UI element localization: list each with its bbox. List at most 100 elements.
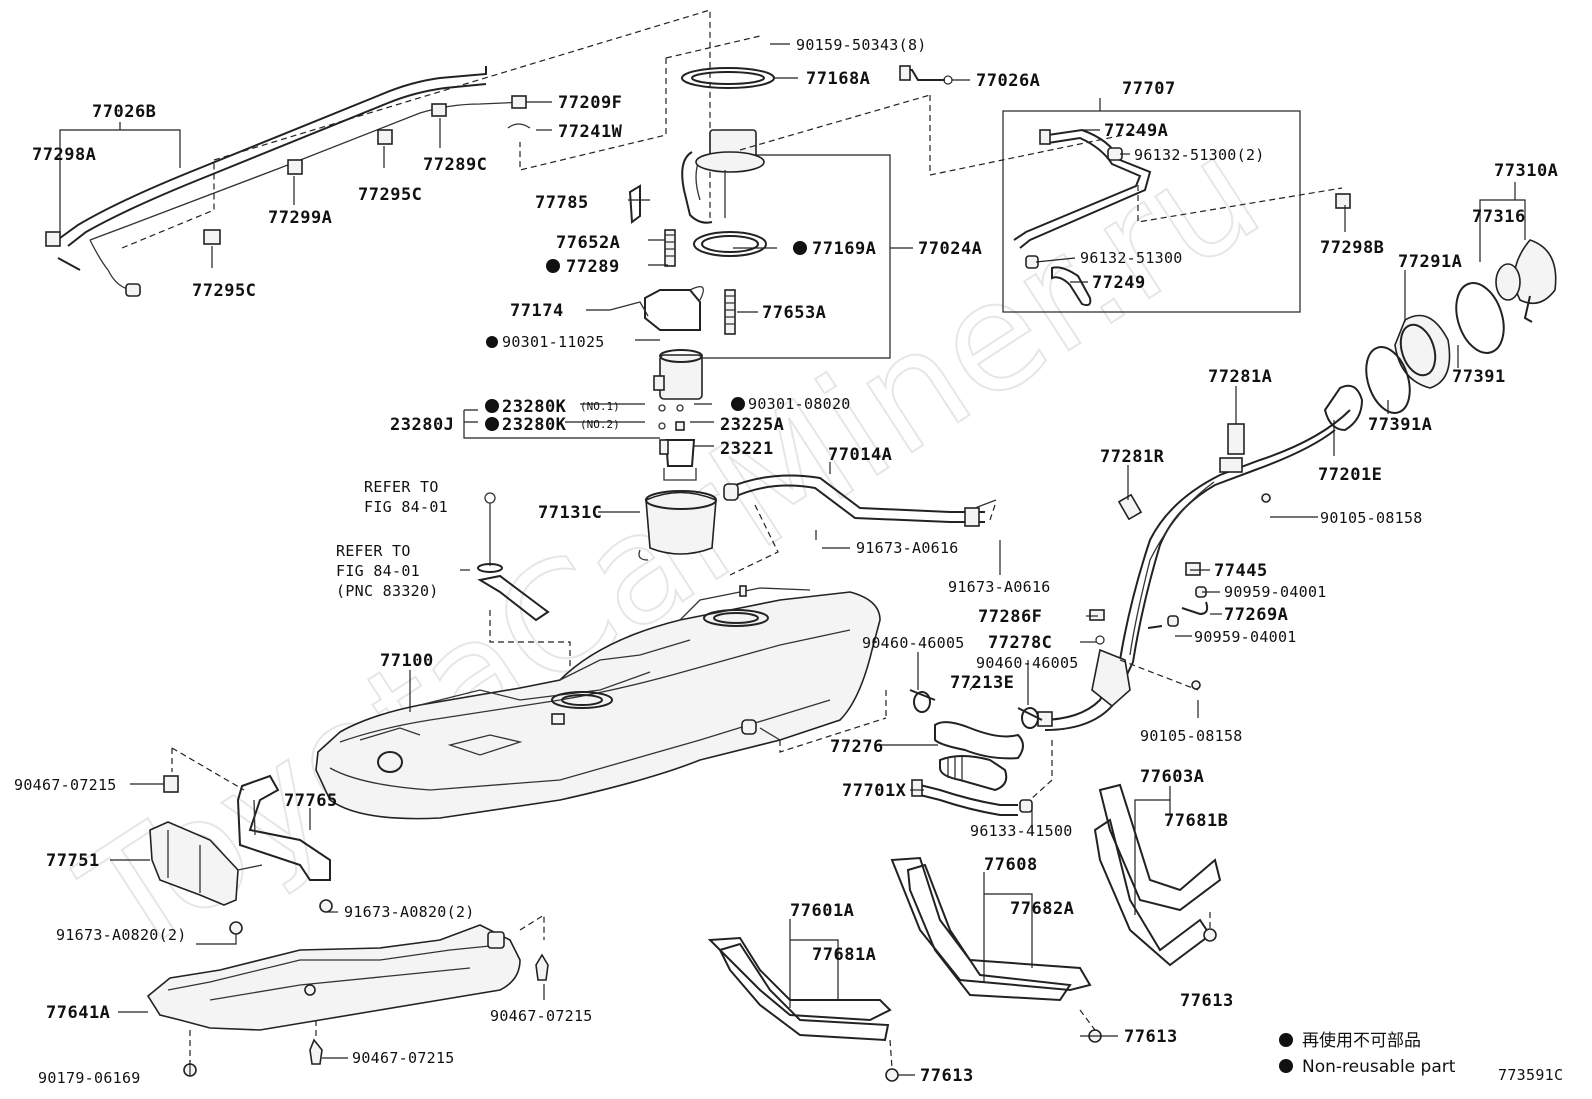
label-77295C-upper[interactable]: 77295C [358, 185, 422, 205]
label-77249A[interactable]: 77249A [1104, 121, 1168, 141]
label-77299A[interactable]: 77299A [268, 208, 332, 228]
label-77131C[interactable]: 77131C [538, 503, 602, 523]
label-77298A[interactable]: 77298A [32, 145, 96, 165]
label-77391[interactable]: 77391 [1452, 367, 1506, 387]
label-91673-A0616-b[interactable]: 91673-A0616 [948, 578, 1051, 596]
label-90179-06169[interactable]: 90179-06169 [38, 1069, 141, 1087]
label-23221[interactable]: 23221 [720, 439, 774, 459]
fuel-pump-assembly [609, 67, 775, 561]
small-fittings-right [1089, 493, 1271, 691]
label-77269A[interactable]: 77269A [1224, 605, 1288, 625]
label-77100[interactable]: 77100 [380, 651, 434, 671]
label-90301-08020[interactable]: 90301-08020 [748, 395, 851, 413]
label-77641A[interactable]: 77641A [46, 1003, 110, 1023]
label-77608[interactable]: 77608 [984, 855, 1038, 875]
label-77209F[interactable]: 77209F [558, 93, 622, 113]
label-91673-A0820-2-right[interactable]: 91673-A0820(2) [344, 903, 475, 921]
label-77289[interactable]: 77289 [566, 257, 620, 277]
label-23280J[interactable]: 23280J [390, 415, 454, 435]
label-77653A[interactable]: 77653A [762, 303, 826, 323]
label-77281A[interactable]: 77281A [1208, 367, 1272, 387]
refer-fig-84-01-pnc-line1[interactable]: REFER TO [336, 542, 411, 560]
label-77276[interactable]: 77276 [830, 737, 884, 757]
label-77298B[interactable]: 77298B [1320, 238, 1384, 258]
label-96133-41500[interactable]: 96133-41500 [970, 822, 1073, 840]
label-77681A[interactable]: 77681A [812, 945, 876, 965]
label-90467-07215-a[interactable]: 90467-07215 [14, 776, 117, 794]
non-reusable-marker [485, 399, 499, 413]
label-77391A[interactable]: 77391A [1368, 415, 1432, 435]
label-91673-A0820-2-left[interactable]: 91673-A0820(2) [56, 926, 187, 944]
label-77785[interactable]: 77785 [535, 193, 589, 213]
label-77169A[interactable]: 77169A [812, 239, 876, 259]
label-90959-04001-b[interactable]: 90959-04001 [1194, 628, 1297, 646]
label-77603A[interactable]: 77603A [1140, 767, 1204, 787]
refer-fig-84-01-line2[interactable]: FIG 84-01 [364, 498, 448, 516]
label-90467-07215-b[interactable]: 90467-07215 [490, 1007, 593, 1025]
non-reusable-marker [546, 259, 560, 273]
label-90159-50343[interactable]: 90159-50343(8) [796, 36, 927, 54]
label-23280K-no2[interactable]: 23280K [502, 415, 567, 435]
label-77601A[interactable]: 77601A [790, 901, 854, 921]
label-77613-right[interactable]: 77613 [1180, 991, 1234, 1011]
label-77281R[interactable]: 77281R [1100, 447, 1165, 467]
fuel-tank-77100 [315, 585, 881, 820]
refer-fig-84-01-line1[interactable]: REFER TO [364, 478, 439, 496]
label-77316[interactable]: 77316 [1472, 207, 1526, 227]
label-77241W[interactable]: 77241W [558, 122, 623, 142]
label-23225A[interactable]: 23225A [720, 415, 784, 435]
legend-text-jp: 再使用不可部品 [1302, 1030, 1421, 1051]
label-90467-07215-c[interactable]: 90467-07215 [352, 1049, 455, 1067]
label-90460-46005-a[interactable]: 90460-46005 [862, 634, 965, 652]
label-77201E[interactable]: 77201E [1318, 465, 1382, 485]
refer-fig-84-01-pnc-line3[interactable]: (PNC 83320) [336, 582, 439, 600]
label-77652A[interactable]: 77652A [556, 233, 620, 253]
label-77751[interactable]: 77751 [46, 851, 100, 871]
filler-hose-group [909, 689, 1043, 816]
label-77682A[interactable]: 77682A [1010, 899, 1074, 919]
label-77014A[interactable]: 77014A [828, 445, 892, 465]
refer-fig-84-01-pnc-line2[interactable]: FIG 84-01 [336, 562, 420, 580]
label-77681B[interactable]: 77681B [1164, 811, 1228, 831]
label-77295C-lower[interactable]: 77295C [192, 281, 256, 301]
assembly-box-77707 [1002, 110, 1301, 313]
legend: 再使用不可部品 Non-reusable part [1279, 1030, 1456, 1077]
diagram-code: 773591C [1498, 1066, 1563, 1084]
label-77026B[interactable]: 77026B [92, 102, 156, 122]
label-77174[interactable]: 77174 [510, 301, 564, 321]
label-77310A[interactable]: 77310A [1494, 161, 1558, 181]
label-77026A[interactable]: 77026A [976, 71, 1040, 91]
label-90959-04001-a[interactable]: 90959-04001 [1224, 583, 1327, 601]
label-77249[interactable]: 77249 [1092, 273, 1146, 293]
label-77613-left[interactable]: 77613 [920, 1066, 974, 1086]
non-reusable-marker [731, 397, 745, 411]
label-91673-A0616-a[interactable]: 91673-A0616 [856, 539, 959, 557]
non-reusable-marker [486, 336, 498, 348]
label-77613-middle[interactable]: 77613 [1124, 1027, 1178, 1047]
label-77278C[interactable]: 77278C [988, 633, 1052, 653]
label-77024A[interactable]: 77024A [918, 239, 982, 259]
vapor-tube-assembly [45, 66, 531, 297]
label-90105-08158-lower[interactable]: 90105-08158 [1140, 727, 1243, 745]
vapor-hose-group-77707 [1013, 128, 1152, 307]
legend-marker-jp [1279, 1033, 1293, 1047]
label-77213E[interactable]: 77213E [950, 673, 1014, 693]
label-96132-51300-2[interactable]: 96132-51300(2) [1134, 146, 1265, 164]
legend-marker-en [1279, 1059, 1293, 1073]
label-90105-08158-upper[interactable]: 90105-08158 [1320, 509, 1423, 527]
legend-text-en: Non-reusable part [1302, 1057, 1456, 1077]
label-77765[interactable]: 77765 [284, 791, 338, 811]
label-23280K-no1[interactable]: 23280K [502, 397, 567, 417]
label-77707[interactable]: 77707 [1122, 79, 1176, 99]
label-77701X[interactable]: 77701X [842, 781, 907, 801]
label-90460-46005-b[interactable]: 90460-46005 [976, 654, 1079, 672]
label-77286F[interactable]: 77286F [978, 607, 1042, 627]
label-23280K-no1-note: (NO.1) [580, 400, 620, 413]
label-77168A[interactable]: 77168A [806, 69, 870, 89]
label-77445[interactable]: 77445 [1214, 561, 1268, 581]
label-96132-51300[interactable]: 96132-51300 [1080, 249, 1183, 267]
label-90301-11025[interactable]: 90301-11025 [502, 333, 605, 351]
part-labels: 77026B 77298A 77299A 77295C 77295C 77289… [14, 36, 1558, 1087]
label-77291A[interactable]: 77291A [1398, 252, 1462, 272]
label-77289C[interactable]: 77289C [423, 155, 487, 175]
